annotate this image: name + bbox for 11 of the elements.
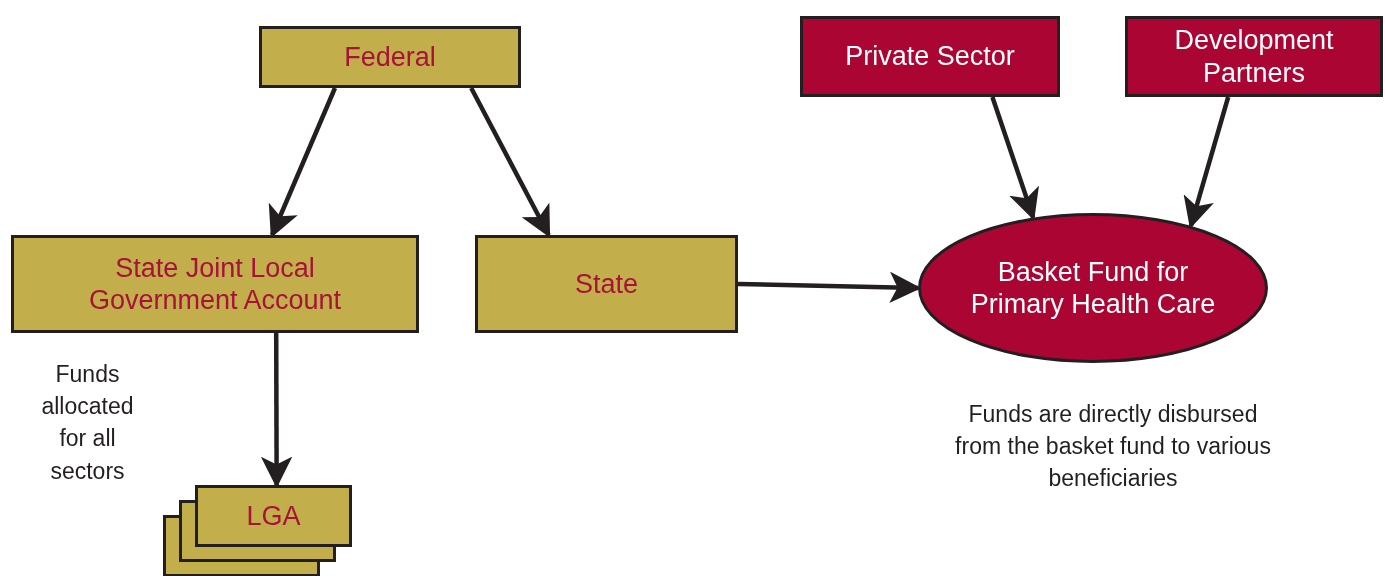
note-text: Funds allocated for all sectors <box>40 360 135 486</box>
source-box: Development Partners <box>1125 16 1383 97</box>
arrow <box>1183 96 1231 229</box>
account-box: State Joint Local Government Account <box>11 235 419 333</box>
arrow <box>990 96 1039 221</box>
box-label: Basket Fund for Primary Health Care <box>969 255 1217 321</box>
process-box: Federal <box>259 26 521 88</box>
process-box: State <box>475 235 738 333</box>
lga-box: LGA <box>195 485 352 547</box>
source-box: Private Sector <box>800 16 1060 97</box>
note-text: Funds are directly disbursed from the basket fund to various beneficiaries <box>954 400 1272 494</box>
